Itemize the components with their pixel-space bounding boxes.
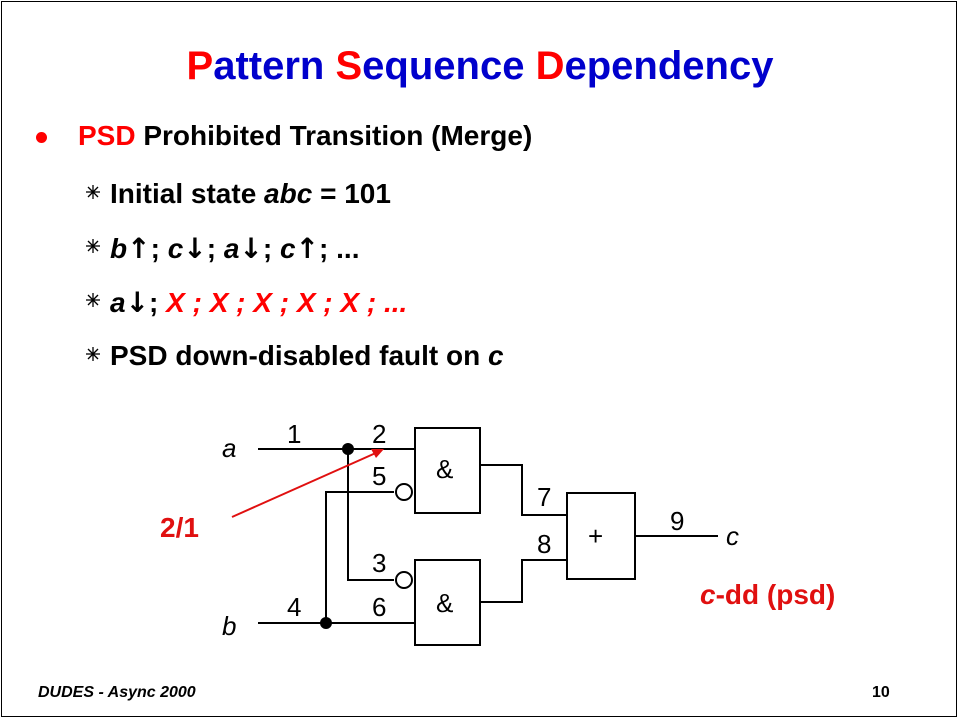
net-label-6: 6 <box>372 592 386 622</box>
page-number: 10 <box>872 684 890 701</box>
title-letter-s: S <box>335 44 363 88</box>
net-label-8: 8 <box>537 529 551 559</box>
or-gate-label: + <box>588 521 603 551</box>
and-gate-upper-label: & <box>436 454 453 484</box>
net-label-2: 2 <box>372 419 386 449</box>
net-label-9: 9 <box>670 506 684 536</box>
item4-c: c <box>488 340 504 371</box>
separator: ; <box>262 233 280 264</box>
fault-arrowhead-icon <box>371 449 384 458</box>
net-label-1: 1 <box>287 419 301 449</box>
asterisk-bullet-icon <box>86 347 100 361</box>
footer-left: DUDES - Async 2000 <box>38 684 196 701</box>
asterisk-bullet-icon <box>86 293 100 307</box>
slide-title: Pattern Sequence Dependency <box>0 44 960 89</box>
up-arrow-icon: ↑ <box>127 232 151 265</box>
bullet-text: Prohibited Transition (Merge) <box>135 120 533 151</box>
item2-c: c <box>167 233 184 264</box>
item1-value: = 101 <box>312 178 391 209</box>
junction-dot-b <box>320 617 332 629</box>
and-gate-upper <box>414 427 481 514</box>
separator: ; <box>150 233 168 264</box>
title-part-equence: equence <box>362 44 536 88</box>
cdd-label: -dd (psd) <box>716 579 836 610</box>
sub-item-fault: PSD down-disabled fault on c <box>86 340 504 372</box>
item2-a: a <box>223 233 240 264</box>
net-label-7: 7 <box>537 482 551 512</box>
net-label-5: 5 <box>372 461 386 491</box>
title-letter-p: P <box>186 44 214 88</box>
net-label-4: 4 <box>287 592 301 622</box>
svg-text:c-dd (psd): c-dd (psd) <box>700 579 835 610</box>
title-part-ependency: ependency <box>564 44 774 88</box>
separator: ; <box>206 233 224 264</box>
item3-a: a <box>110 287 126 318</box>
title-letter-d: D <box>535 44 565 88</box>
item4-text: PSD down-disabled fault on <box>110 340 488 371</box>
and-gate-lower-label: & <box>436 588 453 618</box>
title-part-attern: attern <box>213 44 336 88</box>
sub-item-initial-state: Initial state abc = 101 <box>86 178 391 210</box>
wire-3 <box>347 449 394 581</box>
inverter-bubble-3 <box>395 571 413 589</box>
junction-dot-a <box>342 443 354 455</box>
item2-b: b <box>110 233 128 264</box>
down-arrow-icon: ↓ <box>125 286 150 319</box>
bullet-psd: PSD <box>78 120 136 151</box>
down-arrow-icon: ↓ <box>183 232 207 265</box>
fault-pointer <box>231 451 379 518</box>
wire-8 <box>480 559 567 603</box>
up-arrow-icon: ↑ <box>295 232 320 265</box>
output-c-label: c <box>726 521 739 551</box>
item2-c2: c <box>280 233 296 264</box>
sub-item-x-sequence: a↓; X ; X ; X ; X ; X ; ... <box>86 286 408 319</box>
item3-x-sequence: X ; X ; X ; X ; X ; ... <box>166 287 408 318</box>
item1-text: Initial state <box>110 178 265 209</box>
wire-5 <box>325 491 394 623</box>
cdd-c: c <box>700 579 716 610</box>
input-b-label: b <box>222 611 236 641</box>
sub-item-sequence: b↑; c↓; a↓; c↑; ... <box>86 232 360 265</box>
input-a-label: a <box>222 433 236 463</box>
item1-abc: abc <box>264 178 313 209</box>
wire-7 <box>480 464 567 516</box>
asterisk-bullet-icon <box>86 185 100 199</box>
bullet-dot-icon <box>36 132 47 143</box>
separator: ; <box>149 287 167 318</box>
inverter-bubble-5 <box>395 483 413 501</box>
fault-label: 2/1 <box>160 512 199 543</box>
item2-end: ; ... <box>319 233 360 264</box>
down-arrow-icon: ↓ <box>239 232 263 265</box>
net-label-3: 3 <box>372 548 386 578</box>
asterisk-bullet-icon <box>86 239 100 253</box>
